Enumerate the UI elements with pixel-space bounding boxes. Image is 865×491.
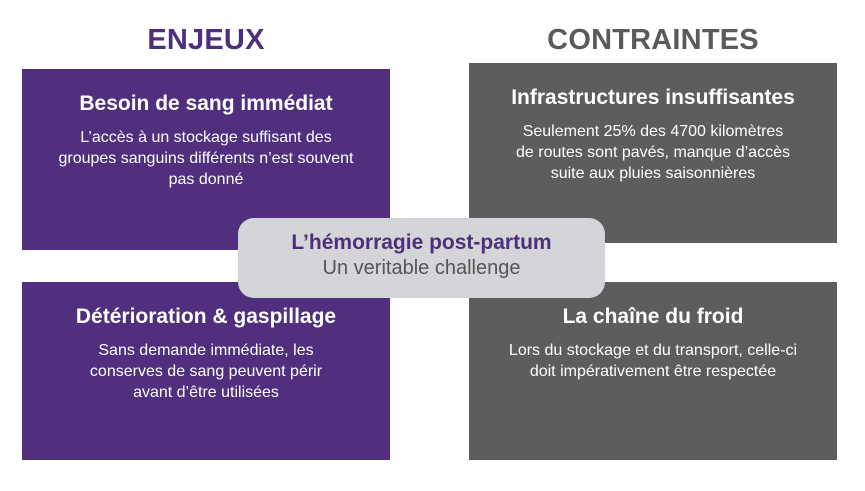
contraintes-heading: CONTRAINTES (547, 24, 759, 56)
center-callout: L’hémorragie post-partum Un veritable ch… (238, 218, 605, 298)
box-text: Seulement 25% des 4700 kilomètres de rou… (516, 123, 790, 182)
contrainte-box-infrastructures: Infrastructures insuffisantes Seulement … (469, 63, 837, 243)
center-title: L’hémorragie post-partum (291, 231, 552, 254)
box-title: La chaîne du froid (562, 305, 744, 328)
center-subtitle: Un veritable challenge (322, 257, 521, 279)
enjeu-box-deterioration: Détérioration & gaspillage Sans demande … (22, 282, 390, 460)
enjeux-heading: ENJEUX (147, 24, 265, 56)
contrainte-box-chaine-du-froid: La chaîne du froid Lors du stockage et d… (469, 282, 837, 460)
enjeu-box-besoin-de-sang: Besoin de sang immédiat L’accès à un sto… (22, 69, 390, 250)
box-text: L’accès à un stockage suffisant des grou… (58, 129, 354, 188)
box-text: Sans demande immédiate, les conserves de… (89, 342, 323, 401)
box-text: Lors du stockage et du transport, celle-… (508, 342, 798, 380)
box-title: Besoin de sang immédiat (79, 92, 333, 115)
box-title: Détérioration & gaspillage (75, 305, 337, 328)
box-title: Infrastructures insuffisantes (511, 86, 795, 109)
